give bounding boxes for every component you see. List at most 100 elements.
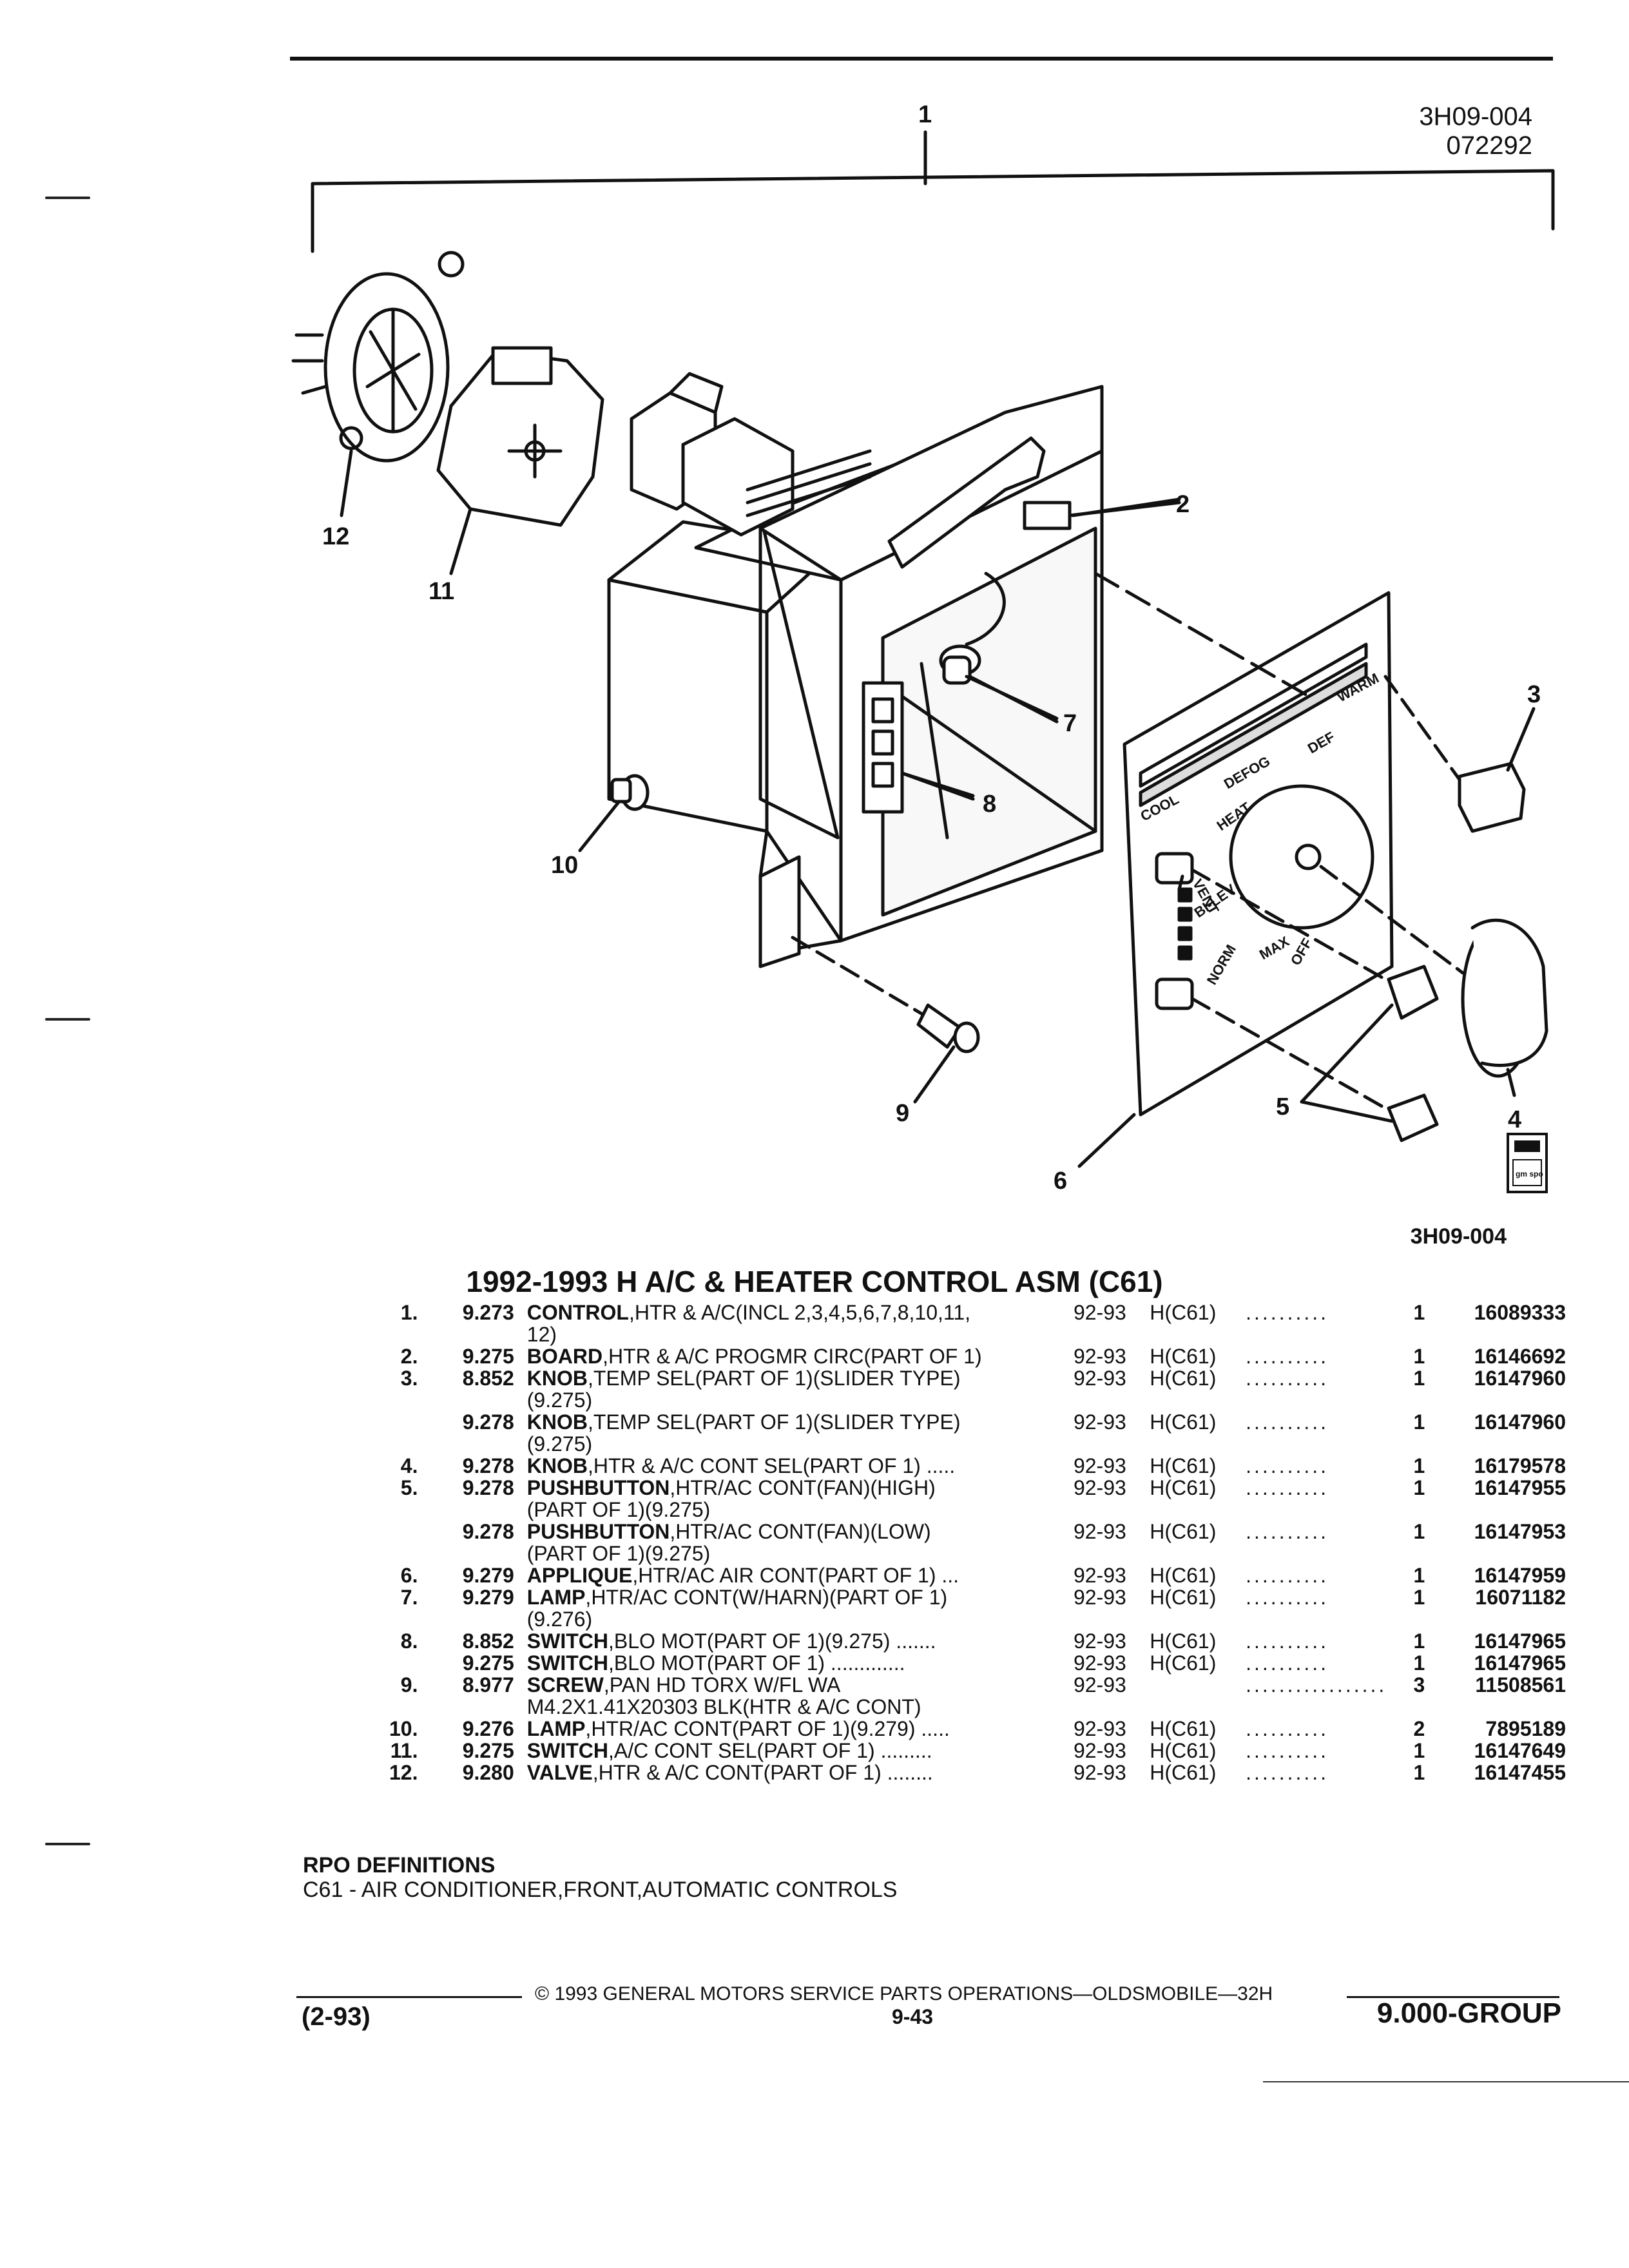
years: 92-93: [1073, 1739, 1126, 1762]
group-number: 9.278: [462, 1520, 514, 1543]
quantity: 1: [1413, 1739, 1425, 1762]
date-code: (2-93): [302, 2003, 371, 2031]
part-number: 16147960: [1474, 1410, 1566, 1434]
model: H(C61): [1150, 1367, 1217, 1390]
callout-12-leader: [340, 449, 353, 517]
temp-slider-knob: [1383, 675, 1526, 833]
description: KNOB,TEMP SEL(PART OF 1)(SLIDER TYPE)(9.…: [527, 1367, 1074, 1411]
item-number: 3.: [400, 1367, 418, 1390]
group-number: 9.278: [462, 1410, 514, 1434]
part-name: LAMP: [526, 1586, 586, 1609]
part-number: 16147955: [1474, 1476, 1566, 1499]
item-number: 1.: [400, 1301, 418, 1324]
part-number: 16147959: [1474, 1564, 1566, 1587]
model: H(C61): [1150, 1476, 1217, 1499]
description: SWITCH,BLO MOT(PART OF 1)(9.275) .......: [527, 1630, 1074, 1652]
leader-dots: ..........: [1246, 1651, 1329, 1675]
callout-1: 1: [918, 101, 932, 128]
group-number: 9.275: [462, 1345, 514, 1368]
small-lamp-part: [610, 774, 650, 811]
callout-6-leader: [1077, 1113, 1136, 1168]
description: KNOB,TEMP SEL(PART OF 1)(SLIDER TYPE)(9.…: [527, 1411, 1074, 1455]
model: H(C61): [1150, 1410, 1217, 1434]
part-name: PUSHBUTTON: [526, 1476, 670, 1499]
quantity: 1: [1413, 1564, 1425, 1587]
callout-10-leader: [578, 800, 621, 852]
part-number: 16179578: [1474, 1454, 1566, 1477]
part-number: 16089333: [1474, 1301, 1566, 1324]
group-number: 9.278: [462, 1454, 514, 1477]
leader-dots: ..........: [1246, 1476, 1329, 1499]
description: KNOB,HTR & A/C CONT SEL(PART OF 1) .....: [527, 1455, 1074, 1477]
callout-3-leader: [1506, 707, 1536, 772]
part-detail: ,HTR/AC CONT(FAN)(HIGH): [670, 1476, 936, 1499]
part-number: 16147960: [1474, 1367, 1566, 1390]
item-number: [348, 1652, 443, 1674]
callout-4-leader: [1506, 1068, 1516, 1097]
callout-8-leader: [900, 771, 975, 798]
group-number: 8.977: [462, 1673, 514, 1696]
callout-3: 3: [1527, 681, 1541, 708]
part-detail: ,HTR/AC CONT(FAN)(LOW): [670, 1520, 931, 1543]
leader-dots: ..........: [1246, 1629, 1329, 1653]
leader-dots: ..........: [1246, 1739, 1329, 1762]
years: 92-93: [1073, 1476, 1126, 1499]
item-number: 7.: [400, 1586, 418, 1609]
part-name: VALVE: [526, 1761, 593, 1784]
part-detail-continued: (9.275): [526, 1389, 593, 1412]
quantity: 1: [1413, 1476, 1425, 1499]
part-detail: ,HTR/AC CONT(W/HARN)(PART OF 1): [585, 1586, 948, 1609]
quantity: 1: [1413, 1761, 1425, 1784]
description: APPLIQUE,HTR/AC AIR CONT(PART OF 1) ...: [527, 1564, 1074, 1586]
group-number: 9.275: [462, 1651, 514, 1675]
part-name: KNOB: [526, 1410, 588, 1434]
model: H(C61): [1150, 1629, 1217, 1653]
callout-5a-leader: [1300, 1003, 1394, 1104]
years: 92-93: [1073, 1301, 1126, 1324]
description: VALVE,HTR & A/C CONT(PART OF 1) ........: [527, 1762, 1074, 1783]
model: H(C61): [1150, 1586, 1217, 1609]
part-number: 16147953: [1474, 1520, 1566, 1543]
part-detail: ,HTR & A/C(INCL 2,3,4,5,6,7,8,10,11,: [628, 1301, 970, 1324]
part-name: KNOB: [526, 1367, 588, 1390]
part-name: KNOB: [526, 1454, 588, 1477]
figure-id: 3H09-004: [1419, 102, 1532, 131]
part-number: 16147965: [1474, 1629, 1566, 1653]
leader-dots: ..........: [1246, 1410, 1329, 1434]
group-number: 9.278: [462, 1476, 514, 1499]
group-number: 8.852: [462, 1629, 514, 1653]
pushbuttons: [1190, 868, 1439, 1142]
leader-dots: ..........: [1246, 1454, 1329, 1477]
part-name: SWITCH: [526, 1629, 608, 1653]
model: H(C61): [1150, 1345, 1217, 1368]
years: 92-93: [1073, 1651, 1126, 1675]
description: SWITCH,BLO MOT(PART OF 1) .............: [527, 1652, 1074, 1674]
part-name: LAMP: [526, 1717, 586, 1740]
quantity: 1: [1413, 1301, 1425, 1324]
quantity: 1: [1413, 1454, 1425, 1477]
part-number: 16147965: [1474, 1651, 1566, 1675]
quantity: 3: [1413, 1673, 1425, 1696]
margin-mark: [45, 1843, 90, 1845]
part-name: APPLIQUE: [526, 1564, 633, 1587]
screw-part: [791, 936, 980, 1053]
part-detail: ,HTR & A/C PROGMR CIRC(PART OF 1): [602, 1345, 982, 1368]
item-number: 4.: [400, 1454, 418, 1477]
part-detail: ,TEMP SEL(PART OF 1)(SLIDER TYPE): [587, 1367, 961, 1390]
footer-rule-right: [1347, 1996, 1559, 1998]
leader-dots: ..........: [1246, 1301, 1329, 1324]
part-detail-continued: (PART OF 1)(9.275): [526, 1498, 711, 1521]
part-detail: ,TEMP SEL(PART OF 1)(SLIDER TYPE): [587, 1410, 961, 1434]
part-detail: ,HTR/AC AIR CONT(PART OF 1) ...: [632, 1564, 959, 1587]
item-number: 12.: [389, 1761, 418, 1784]
assembly-bracket: [311, 169, 1555, 253]
callout-5b-leader: [1300, 1100, 1394, 1123]
item-number: 2.: [400, 1345, 418, 1368]
part-detail-continued: (PART OF 1)(9.275): [526, 1542, 711, 1565]
description: PUSHBUTTON,HTR/AC CONT(FAN)(HIGH)(PART O…: [527, 1477, 1074, 1521]
